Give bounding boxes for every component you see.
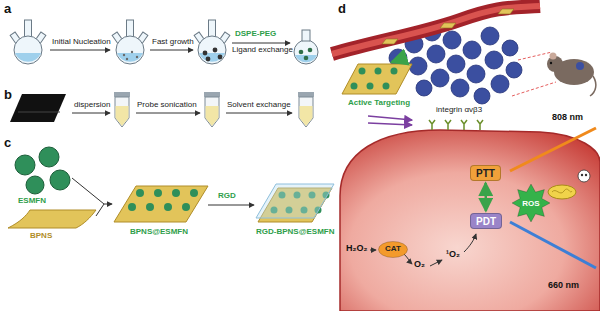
wavelength-label: 660 nm [548,281,579,291]
panel-label: a [4,2,11,16]
enzyme-ellipse: CAT [378,241,408,258]
material-label: ESMFN [18,197,46,206]
step-label: Fast growth [152,38,194,47]
chemical-label: H₂O₂ [346,244,368,254]
reagent-label: DSPE-PEG [235,30,276,39]
reagent-label: RGD [218,192,236,201]
star-outline [512,184,550,222]
chemical-label: O₂ [414,260,425,270]
material-label: BPNS [30,232,52,241]
ros-star: ROS [512,184,550,222]
node-text: ROS [512,200,550,209]
connector-arrow [484,183,487,211]
node-text: CAT [378,245,408,254]
step-label: Probe sonication [137,101,197,110]
panel-label: b [4,88,12,102]
step-label: dispersion [74,101,110,110]
ellipse-outline [379,242,408,258]
wavelength-label: 808 nm [552,113,583,123]
node-text: PDT [471,216,501,227]
process-label: Active Targeting [348,99,410,108]
step-label: Solvent exchange [227,101,291,110]
material-label: RGD-BPNS@ESMFN [256,228,334,237]
receptor-label: integrin αvβ3 [436,106,482,115]
step-label: Initial Nucleation [52,38,111,47]
material-label: BPNS@ESMFN [130,228,188,237]
step-label: Ligand exchange [232,46,293,55]
panel-label: c [4,136,11,150]
node-text: PTT [471,168,500,179]
effect-box: PTT [470,165,501,181]
effect-box: PDT [470,213,502,229]
chemical-label: ¹O₂ [446,250,460,260]
panel-label: d [338,2,346,16]
